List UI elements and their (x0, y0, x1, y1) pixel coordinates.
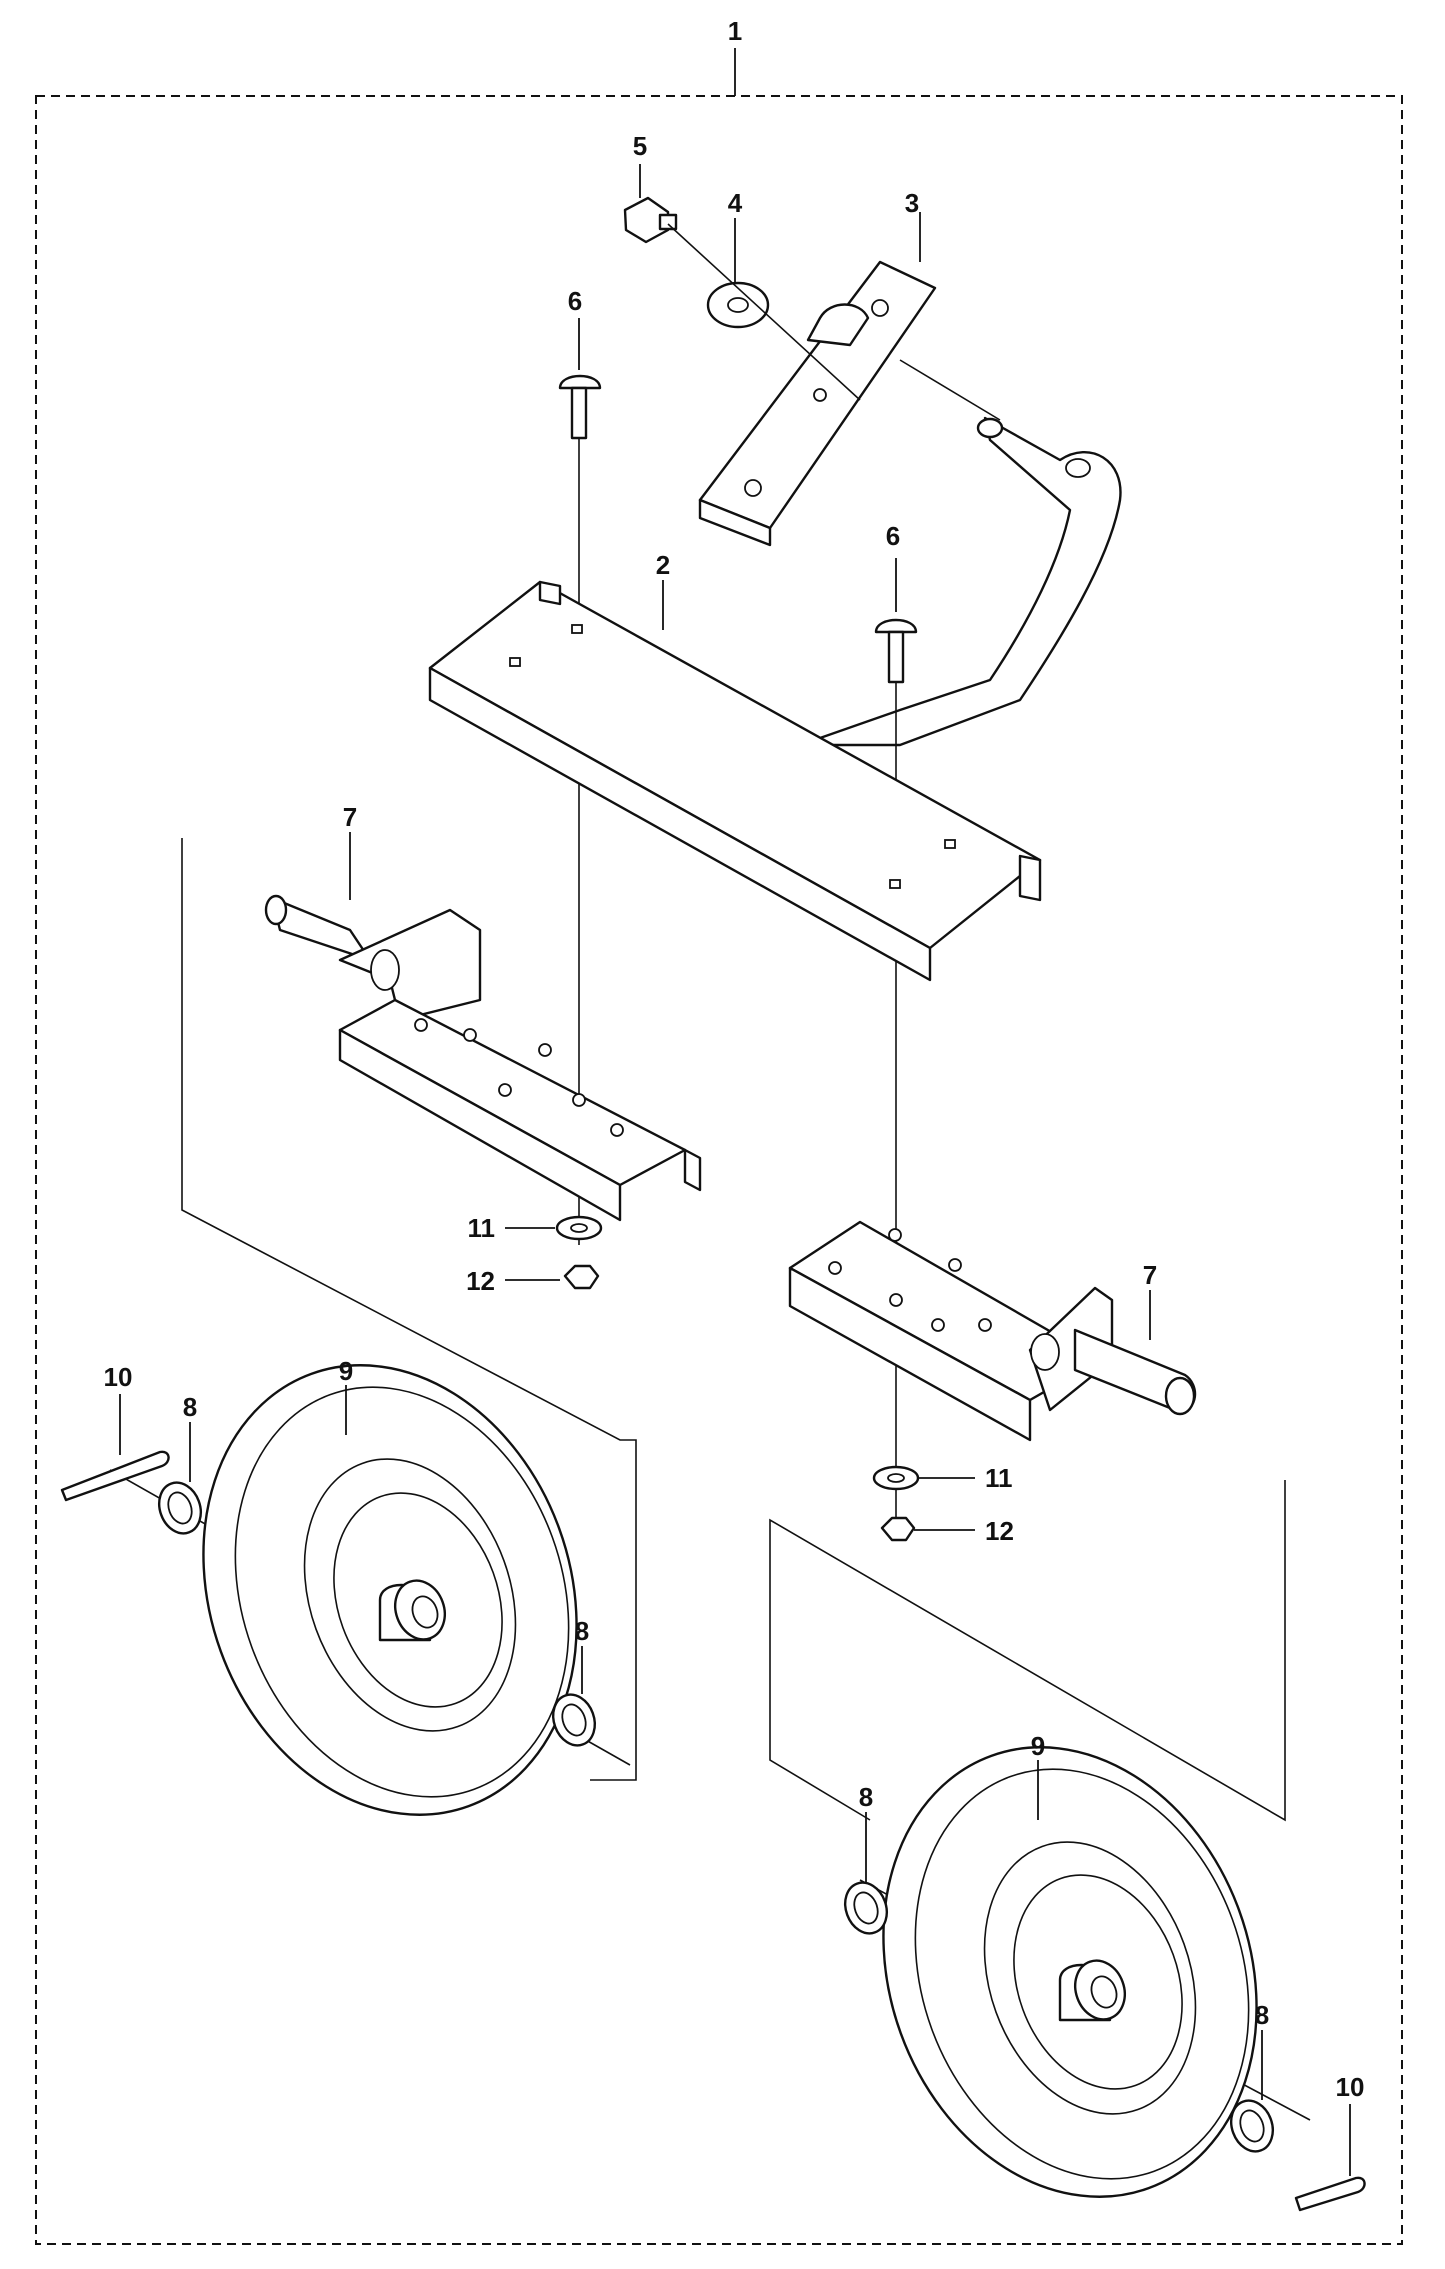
callout-washer-8-a: 8 (183, 1392, 197, 1422)
nut-right (880, 1516, 916, 1542)
callout-lock-washer-right: 11 (985, 1463, 1013, 1493)
cotter-pin-left (60, 1450, 170, 1502)
callout-axle-bracket-left: 7 (343, 802, 357, 832)
callout-bolt-5: 5 (633, 131, 647, 161)
callout-handle-bracket: 3 (905, 188, 919, 218)
callout-cotter-pin-left: 10 (104, 1362, 133, 1392)
callout-wheel-right: 9 (1031, 1731, 1045, 1761)
main-frame (428, 580, 1042, 982)
washer-8-d (1230, 2099, 1274, 2153)
cotter-pin-right (1294, 2176, 1366, 2212)
nut-left (563, 1264, 600, 1290)
bolt-5 (623, 196, 678, 244)
callout-nut-right: 12 (985, 1516, 1014, 1546)
callout-carriage-bolt-left: 6 (568, 286, 582, 316)
axle-bracket-right (788, 1220, 1197, 1442)
washer-8-a (158, 1481, 202, 1535)
handle-bracket (698, 260, 937, 547)
callout-wheel-left: 9 (339, 1356, 353, 1386)
wheel-right (882, 1746, 1258, 2198)
assembly-boundary (35, 95, 1403, 2245)
callout-lock-washer-left: 11 (468, 1213, 496, 1243)
callout-carriage-bolt-right: 6 (886, 521, 900, 551)
callout-nut-left: 12 (466, 1266, 495, 1296)
callout-washer-8-b: 8 (575, 1616, 589, 1646)
carriage-bolt-left (558, 374, 602, 440)
callout-main-frame: 2 (656, 550, 670, 580)
handle-bar (798, 416, 1122, 747)
wheel-left (202, 1364, 578, 1816)
washer-8-c (844, 1881, 888, 1935)
lock-washer-left (555, 1215, 603, 1241)
washer-8-b (552, 1693, 596, 1747)
callout-washer-4: 4 (728, 188, 743, 218)
lock-washer-right (872, 1465, 920, 1491)
callout-axle-bracket-right: 7 (1143, 1260, 1157, 1290)
callout-washer-8-c: 8 (859, 1782, 873, 1812)
carriage-bolt-right (874, 618, 918, 684)
callout-washer-8-d: 8 (1255, 2000, 1269, 2030)
axle-bracket-left (264, 894, 702, 1222)
callout-assembly: 1 (728, 16, 742, 46)
callout-cotter-pin-right: 10 (1336, 2072, 1365, 2102)
